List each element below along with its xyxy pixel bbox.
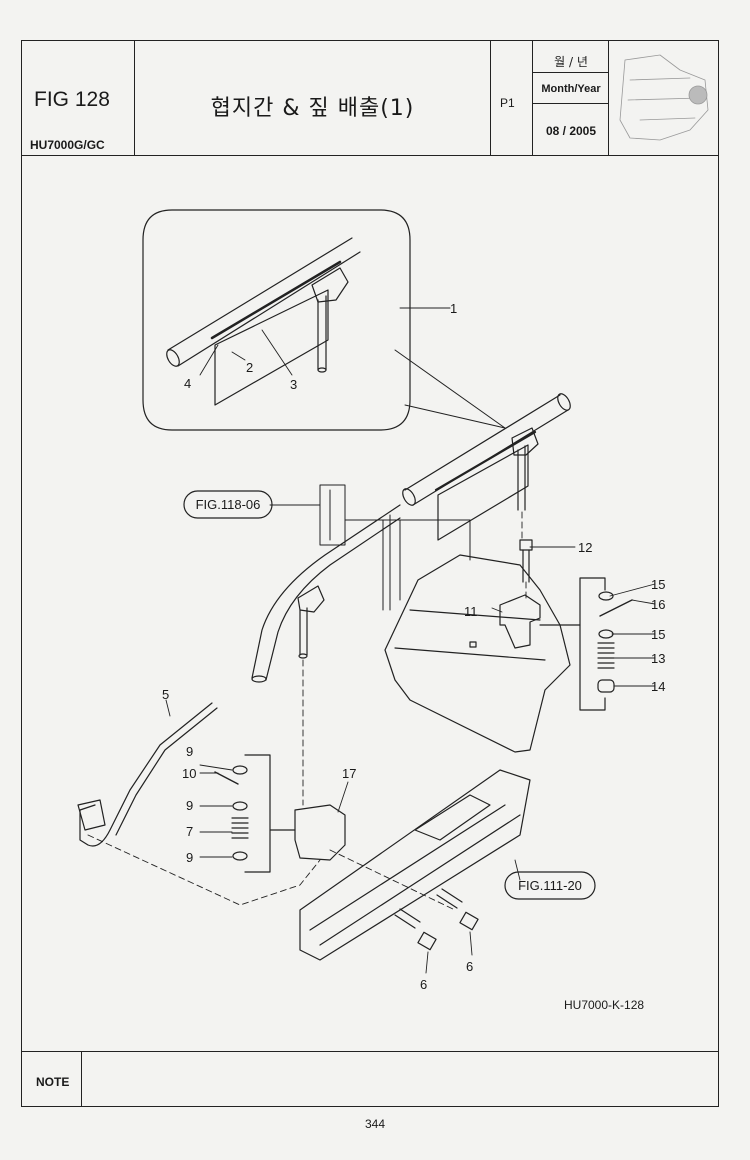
page-id-cell [491,40,533,155]
page-frame [21,40,719,1107]
callout-13: 13 [651,651,665,666]
machine-thumbnail-icon [619,54,709,141]
month-year-cell [533,40,609,155]
model-label: HU7000G/GC [30,138,105,152]
callout-6-right: 6 [466,959,473,974]
lever-5 [77,702,218,847]
month-year-divider-1 [533,72,609,73]
curved-frame-rod [251,504,401,683]
note-divider [21,1051,719,1052]
bolt-6-right [436,888,479,931]
spring-stack-left [214,754,296,873]
bolt-12 [519,539,533,583]
page-title: 협지간 & 짚 배출(1) [210,96,415,121]
ref-bubble-fig111 [504,871,596,900]
callout-2: 2 [246,360,253,375]
callout-3: 3 [290,377,297,392]
lower-chassis [299,769,531,961]
callout-10: 10 [182,766,196,781]
callout-16: 16 [651,597,665,612]
callout-4: 4 [184,376,191,391]
cover-plate [384,554,571,753]
ref-fig-118-06: FIG.118-06 [196,497,261,512]
bracket-17 [294,804,346,861]
month-year-english: Month/Year [541,83,601,95]
ref-fig-111-20: FIG.111-20 [518,878,582,893]
page-number: 344 [364,1117,386,1131]
callout-15-bottom: 15 [651,627,665,642]
leader-lines [165,307,656,974]
callout-6-left: 6 [420,977,427,992]
frame-structure [319,484,471,611]
detail-inset-box [142,209,411,431]
title-cell [135,40,491,155]
callout-7: 7 [186,824,193,839]
bracket-11 [499,594,541,649]
inset-rod-assembly [166,237,361,406]
drawing-code: HU7000-K-128 [564,998,645,1012]
page-id: P1 [500,96,515,110]
callout-9-top: 9 [186,744,193,759]
callout-5: 5 [162,687,169,702]
header-divider [21,155,719,156]
callout-15-top: 15 [651,577,665,592]
revision-date: 08 / 2005 [545,124,597,138]
note-label: NOTE [36,1075,70,1089]
month-year-divider-2 [533,103,609,104]
fig-label: FIG 128 [34,88,110,111]
note-cell-divider [81,1051,82,1107]
callout-9-middle: 9 [186,798,193,813]
inset-pointer [394,349,506,429]
spring-stack-right [539,577,633,711]
callout-14: 14 [651,679,665,694]
callout-9-bottom: 9 [186,850,193,865]
fig-cell [21,40,135,155]
callout-17: 17 [342,766,356,781]
bolt-6-left [394,908,437,951]
ref-bubble-fig118 [183,490,273,519]
callout-11: 11 [464,604,478,619]
callout-12: 12 [578,540,592,555]
alignment-lines [87,511,527,911]
month-year-korean: 월 / 년 [554,55,588,69]
upper-rod-assembly [402,393,571,541]
callout-1: 1 [450,301,457,316]
